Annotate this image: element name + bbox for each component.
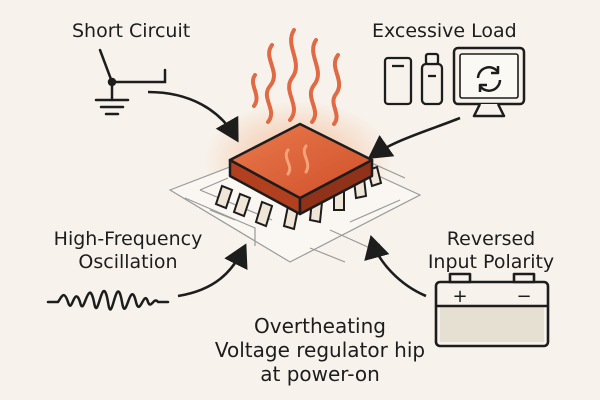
rev-line1: Reversed [446,228,536,250]
label-excessive-load: Excessive Load [372,20,517,43]
battery-plus-label: + [452,286,467,307]
regulator-chip-icon [214,122,383,231]
hf-line2: Oscillation [78,251,178,273]
label-short-circuit: Short Circuit [72,20,190,43]
arrow-high-frequency [177,243,248,298]
arrow-excessive-load [367,116,461,159]
main-caption: Overtheating Voltage regulator hip at po… [170,314,470,386]
main-line2: Voltage regulator hip [214,338,426,362]
battery-minus-label: − [516,286,531,307]
rev-line2: Input Polarity [427,251,555,273]
main-line3: at power-on [260,362,380,386]
arrow-reversed-polarity [364,234,427,298]
excessive-load-text: Excessive Load [372,20,517,42]
hf-line1: High-Frequency [53,228,203,250]
battery-icon [434,272,550,348]
monitor-refresh-icon [452,46,526,118]
main-line1: Overtheating [254,314,386,338]
arrow-short-circuit [147,90,239,143]
label-high-frequency: High-Frequency Oscillation [28,228,228,274]
sine-wave-icon [46,289,170,311]
label-reversed-polarity: Reversed Input Polarity [396,228,586,274]
short-circuit-text: Short Circuit [72,20,191,42]
appliance-icon [383,52,444,106]
ground-symbol-icon [94,48,167,116]
heat-waves-icon [251,28,342,126]
